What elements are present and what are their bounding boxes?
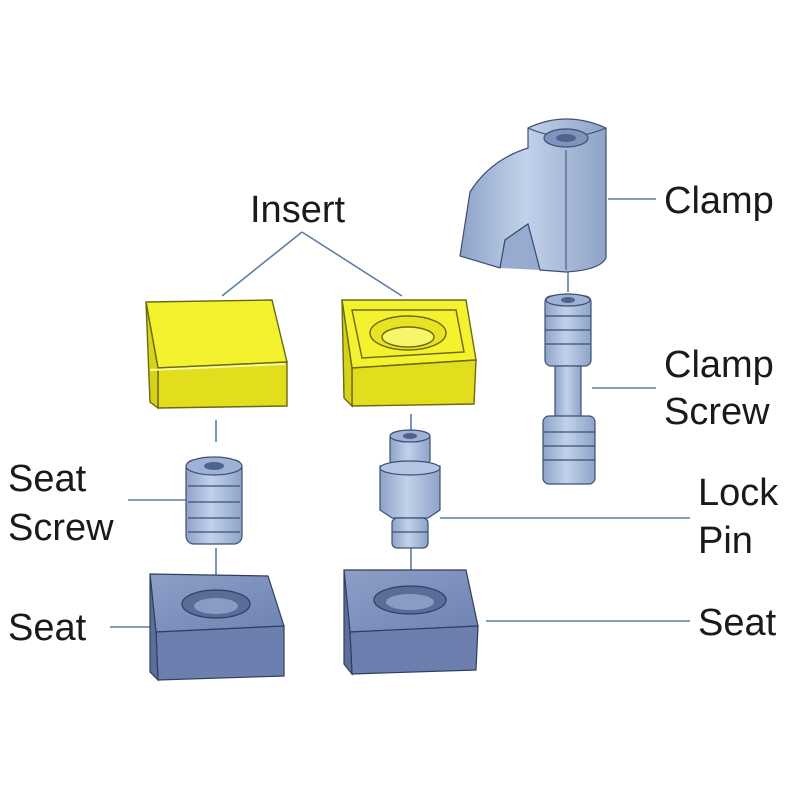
clamp-label: Clamp	[664, 180, 774, 222]
seat-screw	[186, 457, 242, 544]
insert-leader-right	[302, 232, 402, 296]
leader-lines	[110, 199, 690, 627]
lock-pin-label-line1: Lock	[698, 472, 779, 514]
lock-pin-label-line2: Pin	[698, 520, 753, 562]
seat-left	[150, 574, 284, 680]
clamp-screw	[543, 294, 595, 484]
clamp-screw-label-line2: Screw	[664, 391, 770, 433]
insert-label: Insert	[250, 189, 345, 231]
lock-pin	[380, 430, 440, 548]
seat-left-label: Seat	[8, 607, 87, 649]
seat-right-label: Seat	[698, 602, 777, 644]
insert-right	[342, 300, 476, 406]
insert-leader-left	[222, 232, 302, 296]
seat-screw-label-line1: Seat	[8, 458, 87, 500]
seat-right	[344, 570, 478, 674]
seat-screw-label-line2: Screw	[8, 507, 114, 549]
insert-left	[146, 300, 287, 408]
clamp-screw-label-line1: Clamp	[664, 344, 774, 386]
clamp	[460, 119, 606, 272]
